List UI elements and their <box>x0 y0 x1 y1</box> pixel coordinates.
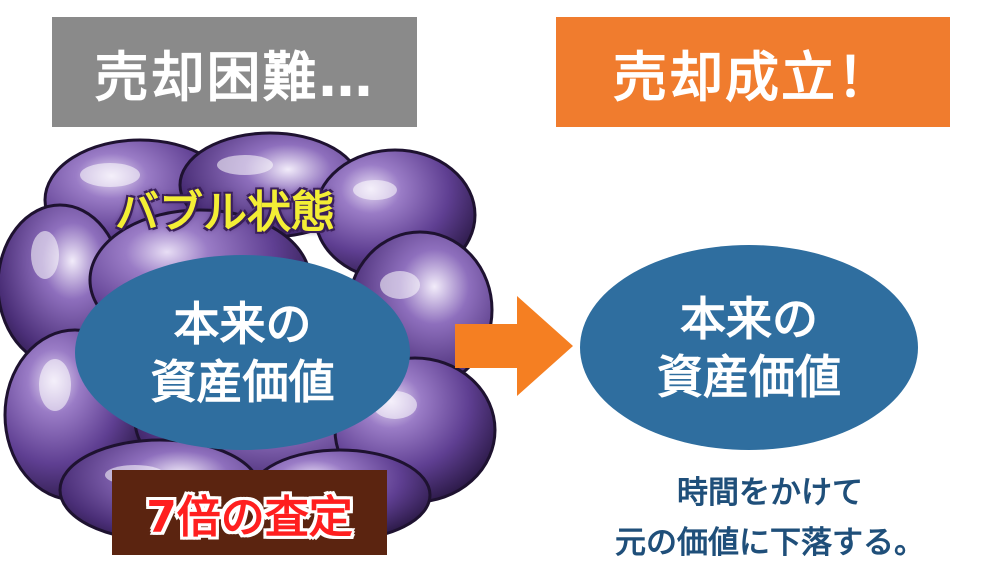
value-line-1: 本来の <box>680 291 818 346</box>
bubble-state-label: バブル状態 <box>115 187 335 238</box>
valuation-label: 7倍の査定 <box>146 491 353 543</box>
caption: 時間をかけて 元の価値に下落する。 <box>560 468 980 568</box>
value-line-2: 資産価値 <box>657 349 841 404</box>
difficult-sale-label: 売却困難… <box>52 17 417 127</box>
value-line-1: 本来の <box>173 296 312 351</box>
value-line-2: 資産価値 <box>150 354 335 409</box>
sale-completed-label: 売却成立！ <box>556 17 950 127</box>
right-arrow-icon <box>455 296 573 396</box>
caption-line-2: 元の価値に下落する。 <box>615 525 925 561</box>
valuation-banner: 7倍の査定 <box>112 470 387 555</box>
original-asset-value-left: 本来の 資産価値 <box>75 255 410 450</box>
caption-line-1: 時間をかけて <box>677 475 863 511</box>
original-asset-value-right: 本来の 資産価値 <box>580 245 918 450</box>
